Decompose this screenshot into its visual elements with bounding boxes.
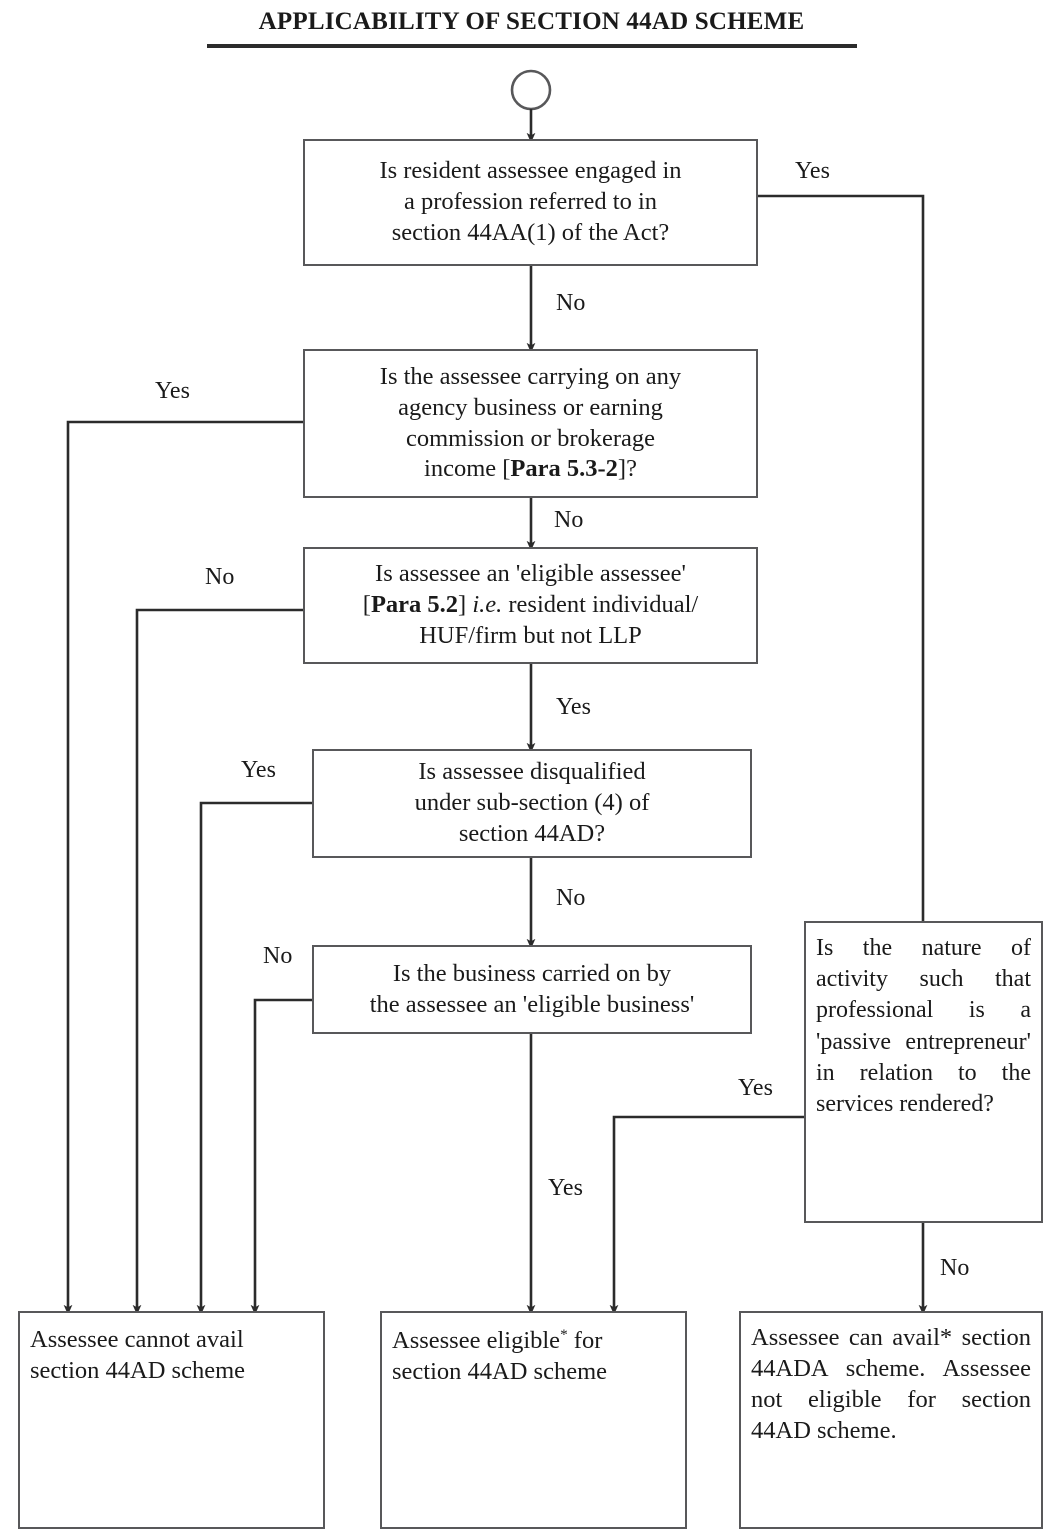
node-line: Is assessee disqualified [418,758,646,786]
decision-node-eligible-business[interactable]: Is the business carried on by the assess… [312,945,752,1034]
decision-node-disqualified[interactable]: Is assessee disqualified under sub-secti… [312,749,752,858]
decision-node-eligible-assessee[interactable]: Is assessee an 'eligible assessee' [Para… [303,547,758,664]
node-line: agency business or earning [398,393,663,421]
node-line: the assessee an 'eligible business' [369,990,695,1018]
title-underline [207,44,857,48]
node-line: Is resident assessee engaged in [379,157,682,185]
edge-label-q1-no: No [556,290,586,316]
edge-label-q5-yes: Yes [548,1175,583,1201]
decision-node-agency-business[interactable]: Is the assessee carrying on any agency b… [303,349,758,498]
node-text: Assessee can avail* section 44ADA scheme… [751,1324,1031,1444]
node-line: [Para 5.2] i.e. resident individual/ [362,591,699,619]
node-line: section 44AD? [458,819,606,847]
outcome-node-cannot-avail-44ad[interactable]: Assessee cannot avail section 44AD schem… [18,1311,325,1529]
node-line: Is the assessee carrying on any [379,362,682,390]
outcome-node-can-avail-44ada[interactable]: Assessee can avail* section 44ADA scheme… [739,1311,1043,1529]
node-line: HUF/firm but not LLP [419,621,642,649]
edge-label-q4-yes: Yes [241,757,276,783]
node-line: under sub-section (4) of [414,789,650,817]
edge-label-q4-no: No [556,885,586,911]
outcome-node-eligible-44ad[interactable]: Assessee eligible* for section 44AD sche… [380,1311,687,1529]
edge-label-q2-no: No [554,507,584,533]
edge-label-q6-no: No [940,1255,970,1281]
node-line: Assessee cannot avail [30,1326,244,1353]
edge-label-q2-yes: Yes [155,378,190,404]
page-title: APPLICABILITY OF SECTION 44AD SCHEME [258,8,805,35]
edge-label-q1-yes: Yes [795,158,830,184]
node-line: section 44AA(1) of the Act? [391,218,670,246]
start-node-circle [510,69,552,111]
node-line: section 44AD scheme [30,1356,245,1384]
node-line: Is the business carried on by [392,959,672,987]
node-line: Is assessee an 'eligible assessee' [375,560,686,588]
node-line: commission or brokerage [405,424,656,452]
decision-node-resident-profession[interactable]: Is resident assessee engaged in a profes… [303,139,758,266]
edge-label-q5-no: No [263,943,293,969]
edge-label-q3-no: No [205,564,235,590]
node-line: section 44AD scheme [392,1358,607,1386]
node-line: income [Para 5.3-2]? [424,455,637,483]
decision-node-passive-entrepreneur[interactable]: Is the nature of activity such that prof… [804,921,1043,1223]
node-line: a profession referred to in [403,188,658,216]
node-text: Is the nature of activity such that prof… [816,935,1031,1117]
node-line: Assessee eligible* for [392,1326,603,1355]
edge-label-q6-yes: Yes [738,1075,773,1101]
edge-label-q3-yes: Yes [556,694,591,720]
